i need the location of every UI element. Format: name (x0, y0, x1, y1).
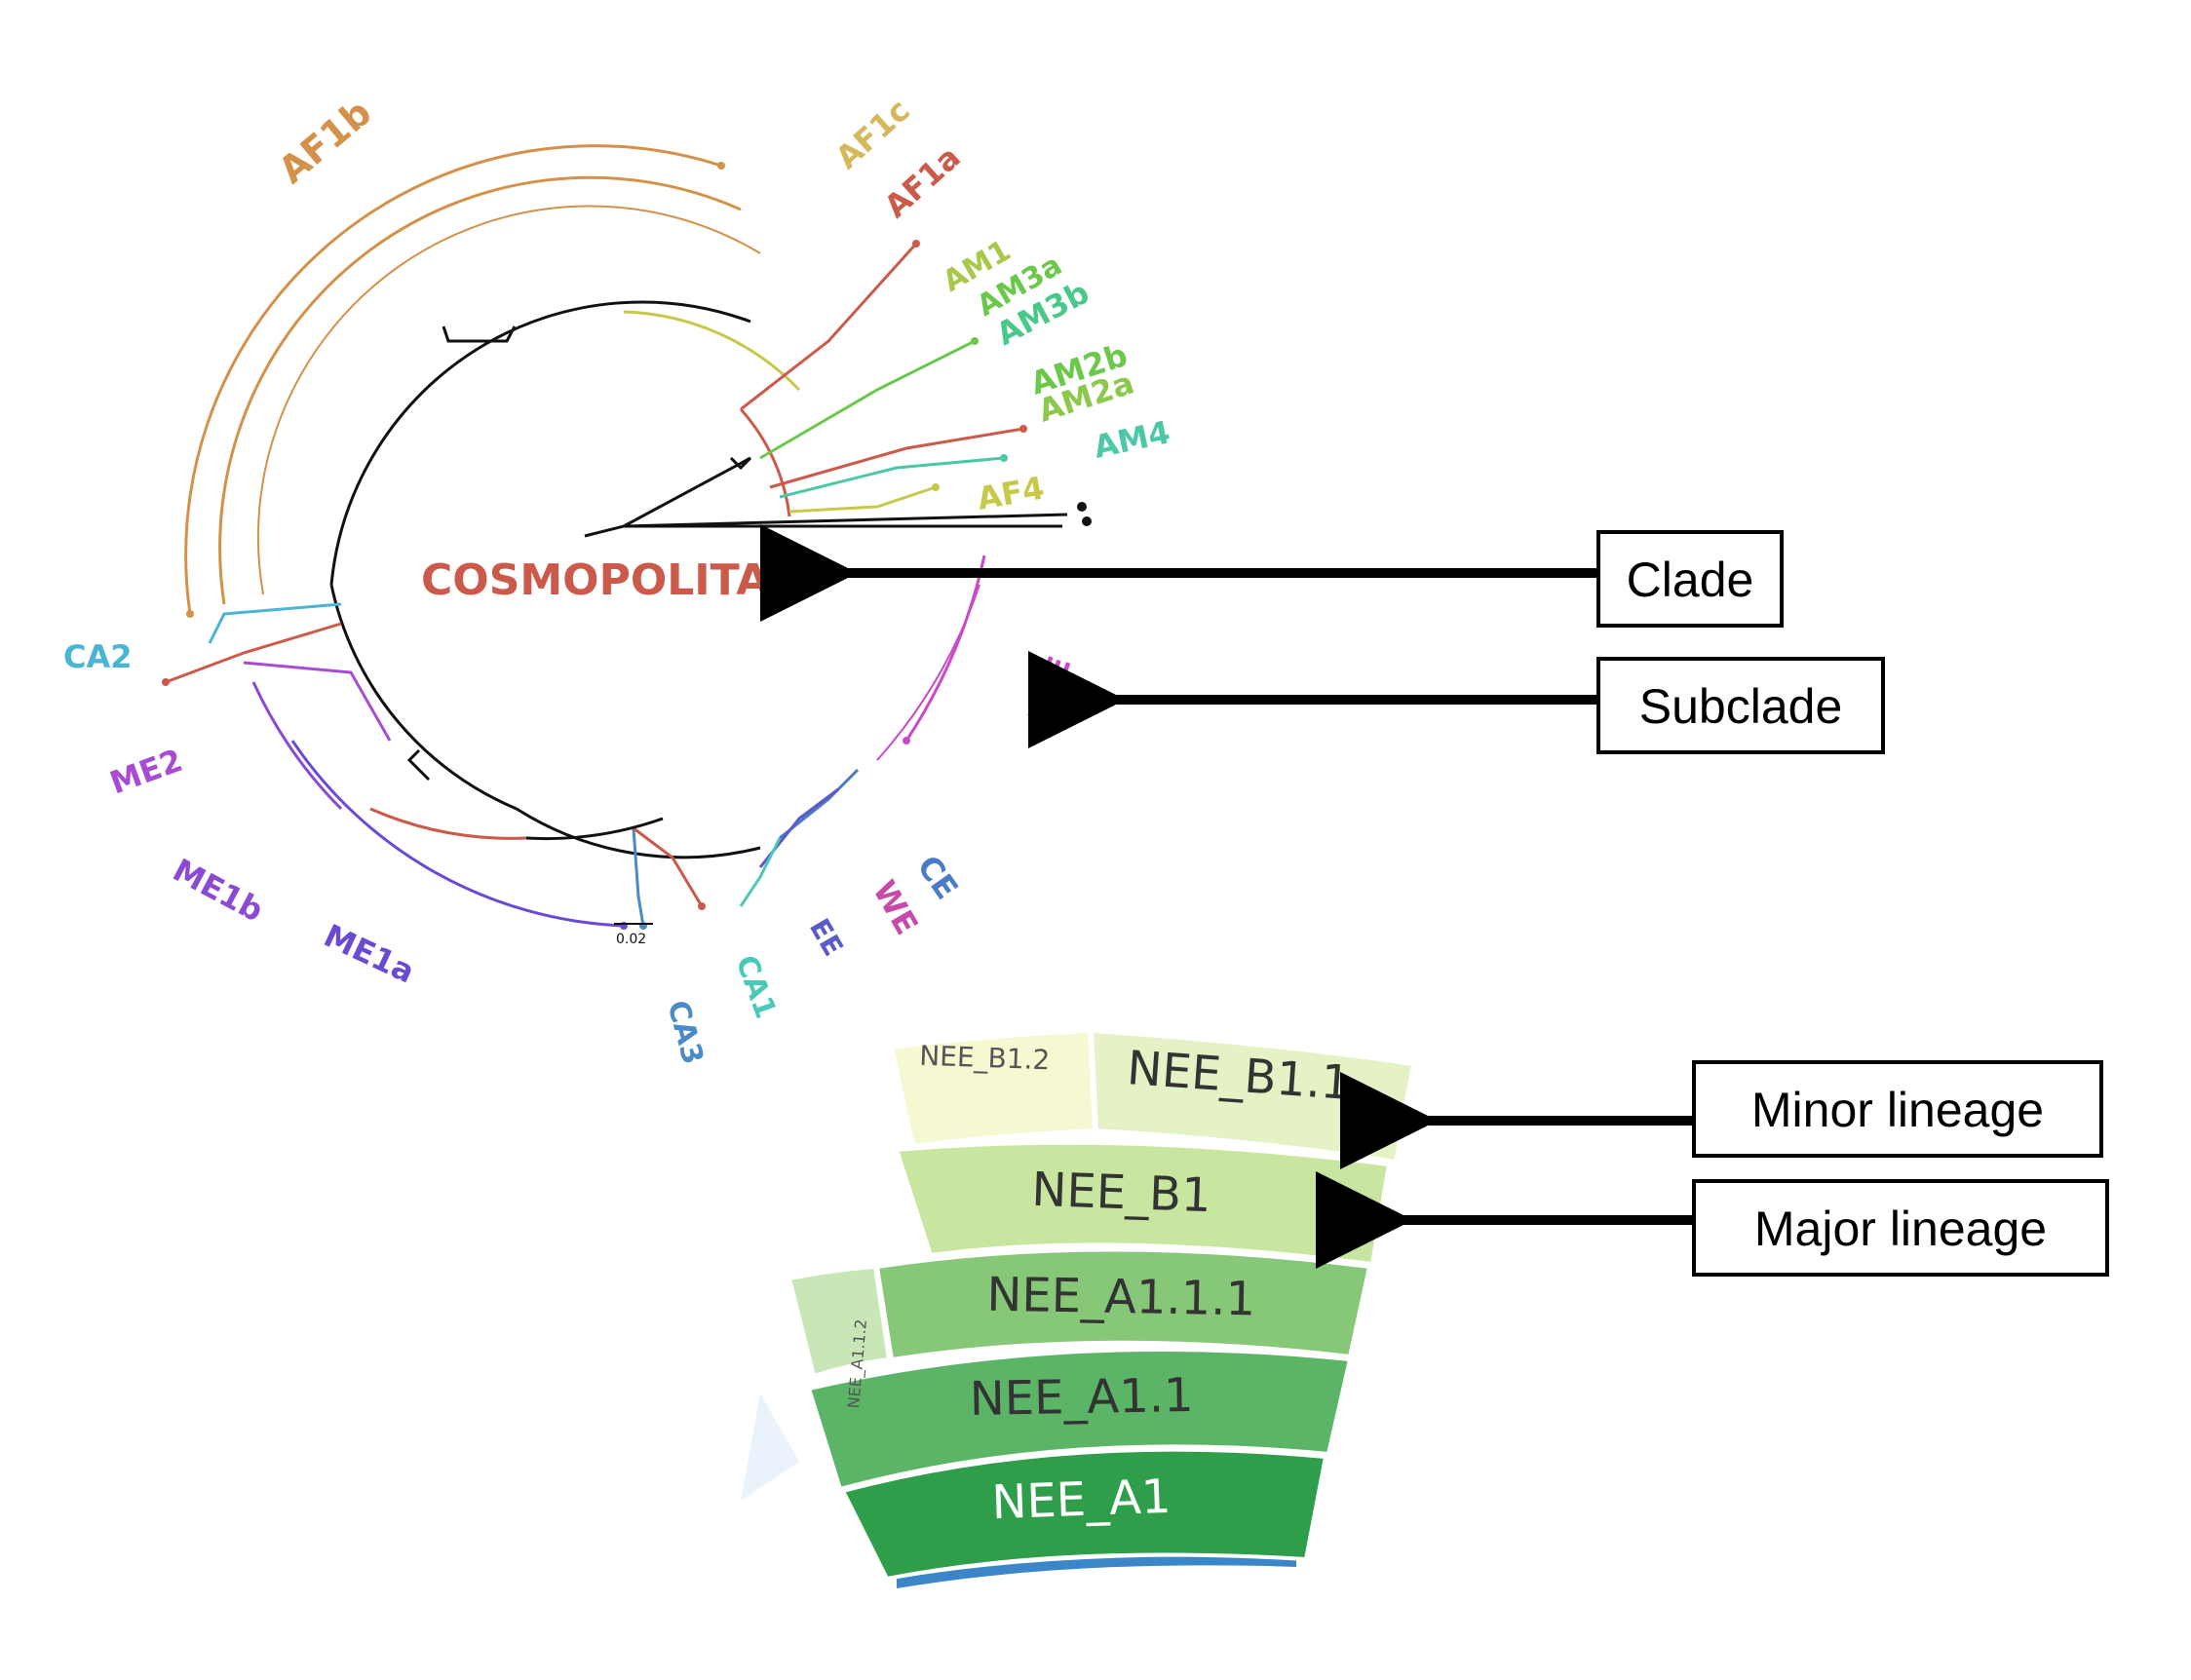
subclade-label-ca2: CA2 (63, 638, 133, 675)
subclade-label-we: WE (865, 874, 925, 940)
scale-bar-label: 0.02 (616, 932, 646, 947)
subclade-label-nee: NEE (1020, 651, 1079, 728)
subclade-label-ca1: CA1 (728, 951, 782, 1023)
subclade-label-af1a: AF1a (877, 138, 968, 225)
sunburst-base-strip (897, 1556, 1296, 1588)
lineage-label-nee-a1: NEE_A1 (991, 1470, 1172, 1530)
callouts: Clade Subclade Minor lineage Major linea… (760, 524, 2109, 1277)
lineage-segment-nee-a1 (840, 1447, 1328, 1582)
lineage-label-nee-b1: NEE_B1 (1031, 1163, 1212, 1223)
subclade-label-me1a: ME1a (319, 917, 420, 991)
lineage-sunburst: NEE_A1NEE_A1.1NEE_A1.1.1NEE_A1.1.2NEE_B1… (741, 1028, 1416, 1588)
sunburst-rings: NEE_A1NEE_A1.1NEE_A1.1.1NEE_A1.1.2NEE_B1… (787, 1028, 1416, 1582)
scale-bar: 0.02 (614, 923, 653, 947)
lineage-segment-nee-a1-1 (806, 1348, 1353, 1492)
subclade-arcs (165, 144, 1024, 928)
tip-dots (162, 162, 1092, 930)
subclade-box (1596, 657, 1885, 754)
clade-callout-label: Clade (1627, 553, 1754, 607)
lineage-label-nee-a1-1-1: NEE_A1.1.1 (986, 1268, 1255, 1327)
lineage-label-nee-a1-1: NEE_A1.1 (969, 1368, 1194, 1427)
subclade-label-ca3: CA3 (660, 997, 710, 1068)
lineage-label-nee-b1-2: NEE_B1.2 (919, 1040, 1051, 1077)
lineage-segment-nee-b1-2 (889, 1028, 1097, 1149)
clade-label: COSMOPOLITAN (421, 555, 805, 605)
subclade-label-af4: AF4 (975, 469, 1047, 516)
sunburst-shadow (741, 1394, 799, 1501)
minor-lineage-box (1692, 1060, 2103, 1158)
minor-lineage-callout-label: Minor lineage (1751, 1083, 2044, 1137)
subclade-label-af1b: AF1b (271, 91, 380, 192)
major-lineage-box (1692, 1179, 2109, 1277)
subclade-label-me2: ME2 (105, 742, 187, 802)
subclade-callout-label: Subclade (1639, 679, 1843, 734)
subclade-label-af1c: AF1c (828, 92, 917, 176)
major-lineage-callout-label: Major lineage (1754, 1202, 2047, 1256)
subclade-label-ee: EE (803, 913, 850, 962)
subclade-label-me1b: ME1b (167, 852, 269, 930)
lineage-segment-nee-a1-1-2 (787, 1264, 892, 1379)
subclade-label-ce: CE (909, 849, 965, 906)
subclade-label-am4: AM4 (1091, 413, 1173, 466)
clade-box (1596, 530, 1784, 628)
lineage-segment-nee-a1-1-1 (874, 1247, 1372, 1362)
